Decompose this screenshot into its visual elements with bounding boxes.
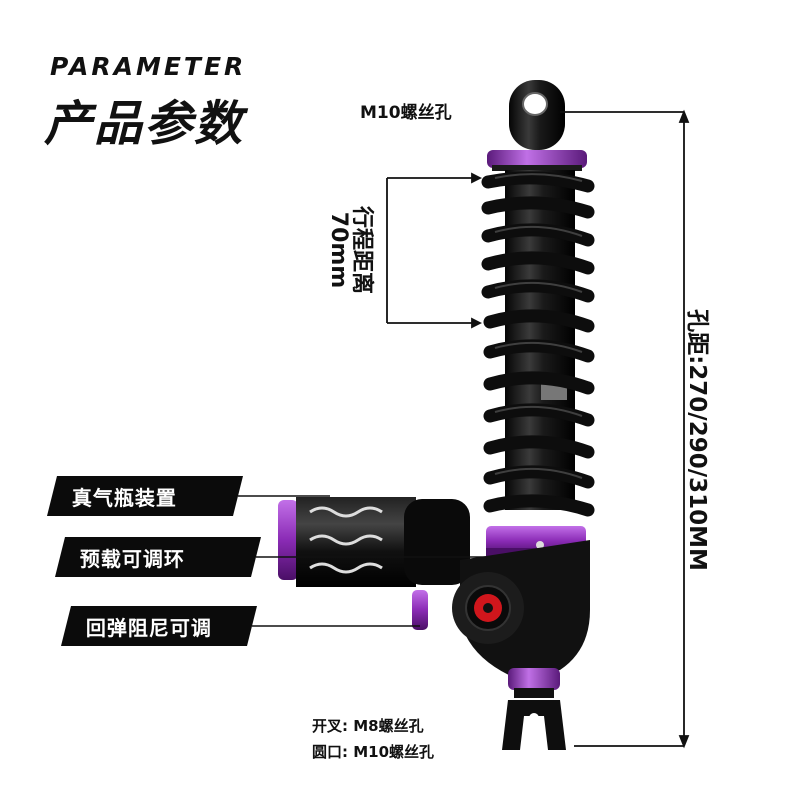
feature-badge-rebound: 回弹阻尼可调 xyxy=(61,606,257,646)
title-chinese: 产品参数 xyxy=(44,96,245,152)
feature-badge-reservoir-label: 真气瓶装置 xyxy=(72,485,177,510)
hole-distance-dimension xyxy=(560,109,690,749)
title-english: PARAMETER xyxy=(50,52,247,81)
coil-spring xyxy=(481,171,595,517)
top-eye-mount xyxy=(509,80,565,150)
bottom-fork-mount xyxy=(502,668,566,750)
feature-badge-preload-label: 预载可调环 xyxy=(80,546,185,571)
hole-distance-label: 孔距:270/290/310MM xyxy=(684,309,710,571)
round-mount-label: 圆口: M10螺丝孔 xyxy=(312,743,435,761)
stroke-dimension xyxy=(386,172,483,329)
stroke-label: 行程距离 70mm xyxy=(326,205,375,295)
feature-badge-rebound-label: 回弹阻尼可调 xyxy=(86,615,212,640)
stroke-label-line2: 70mm xyxy=(326,211,351,289)
top-collar xyxy=(487,150,587,171)
stroke-label-line1: 行程距离 xyxy=(349,205,375,295)
callout-lines xyxy=(238,495,492,627)
feature-badge-preload: 预载可调环 xyxy=(55,537,261,577)
fork-mount-label: 开叉: M8螺丝孔 xyxy=(312,717,424,735)
top-mount-label: M10螺丝孔 xyxy=(360,103,452,123)
lower-body xyxy=(412,540,590,680)
reservoir-canister xyxy=(278,497,470,587)
feature-badge-reservoir: 真气瓶装置 xyxy=(47,476,243,516)
